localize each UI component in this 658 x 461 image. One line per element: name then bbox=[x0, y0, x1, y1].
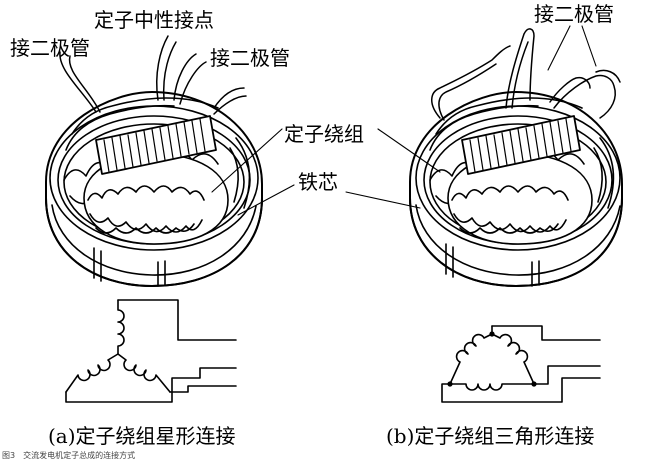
star-connection-schematic bbox=[65, 299, 237, 403]
lead-wires-left bbox=[59, 35, 247, 115]
stator-assembly-delta bbox=[409, 28, 623, 287]
stator-winding-right bbox=[415, 97, 621, 251]
leader-lines bbox=[211, 25, 597, 216]
label-diode-right: 接二极管 bbox=[534, 2, 614, 26]
star-coil-right bbox=[117, 353, 171, 393]
stator-assembly-star bbox=[45, 35, 263, 287]
star-coil-top bbox=[117, 299, 125, 355]
delta-coil-left bbox=[449, 333, 493, 385]
lead-wires-right bbox=[431, 28, 621, 121]
label-diode-mid: 接二极管 bbox=[210, 46, 290, 70]
delta-connection-schematic bbox=[441, 325, 601, 403]
label-diode-left: 接二极管 bbox=[10, 36, 90, 60]
label-stator-winding: 定子绕组 bbox=[284, 122, 364, 146]
star-coil-left bbox=[65, 353, 119, 393]
delta-coil-bottom bbox=[449, 383, 535, 391]
caption-star-connection: (a)定子绕组星形连接 bbox=[48, 424, 236, 448]
figure-note: 图3 交流发电机定子总成的连接方式 bbox=[2, 451, 136, 460]
label-neutral-point: 定子中性接点 bbox=[94, 8, 214, 32]
label-iron-core: 铁芯 bbox=[298, 170, 338, 194]
caption-delta-connection: (b)定子绕组三角形连接 bbox=[386, 424, 595, 448]
stator-winding-left bbox=[49, 97, 259, 251]
delta-coil-right bbox=[491, 333, 535, 385]
